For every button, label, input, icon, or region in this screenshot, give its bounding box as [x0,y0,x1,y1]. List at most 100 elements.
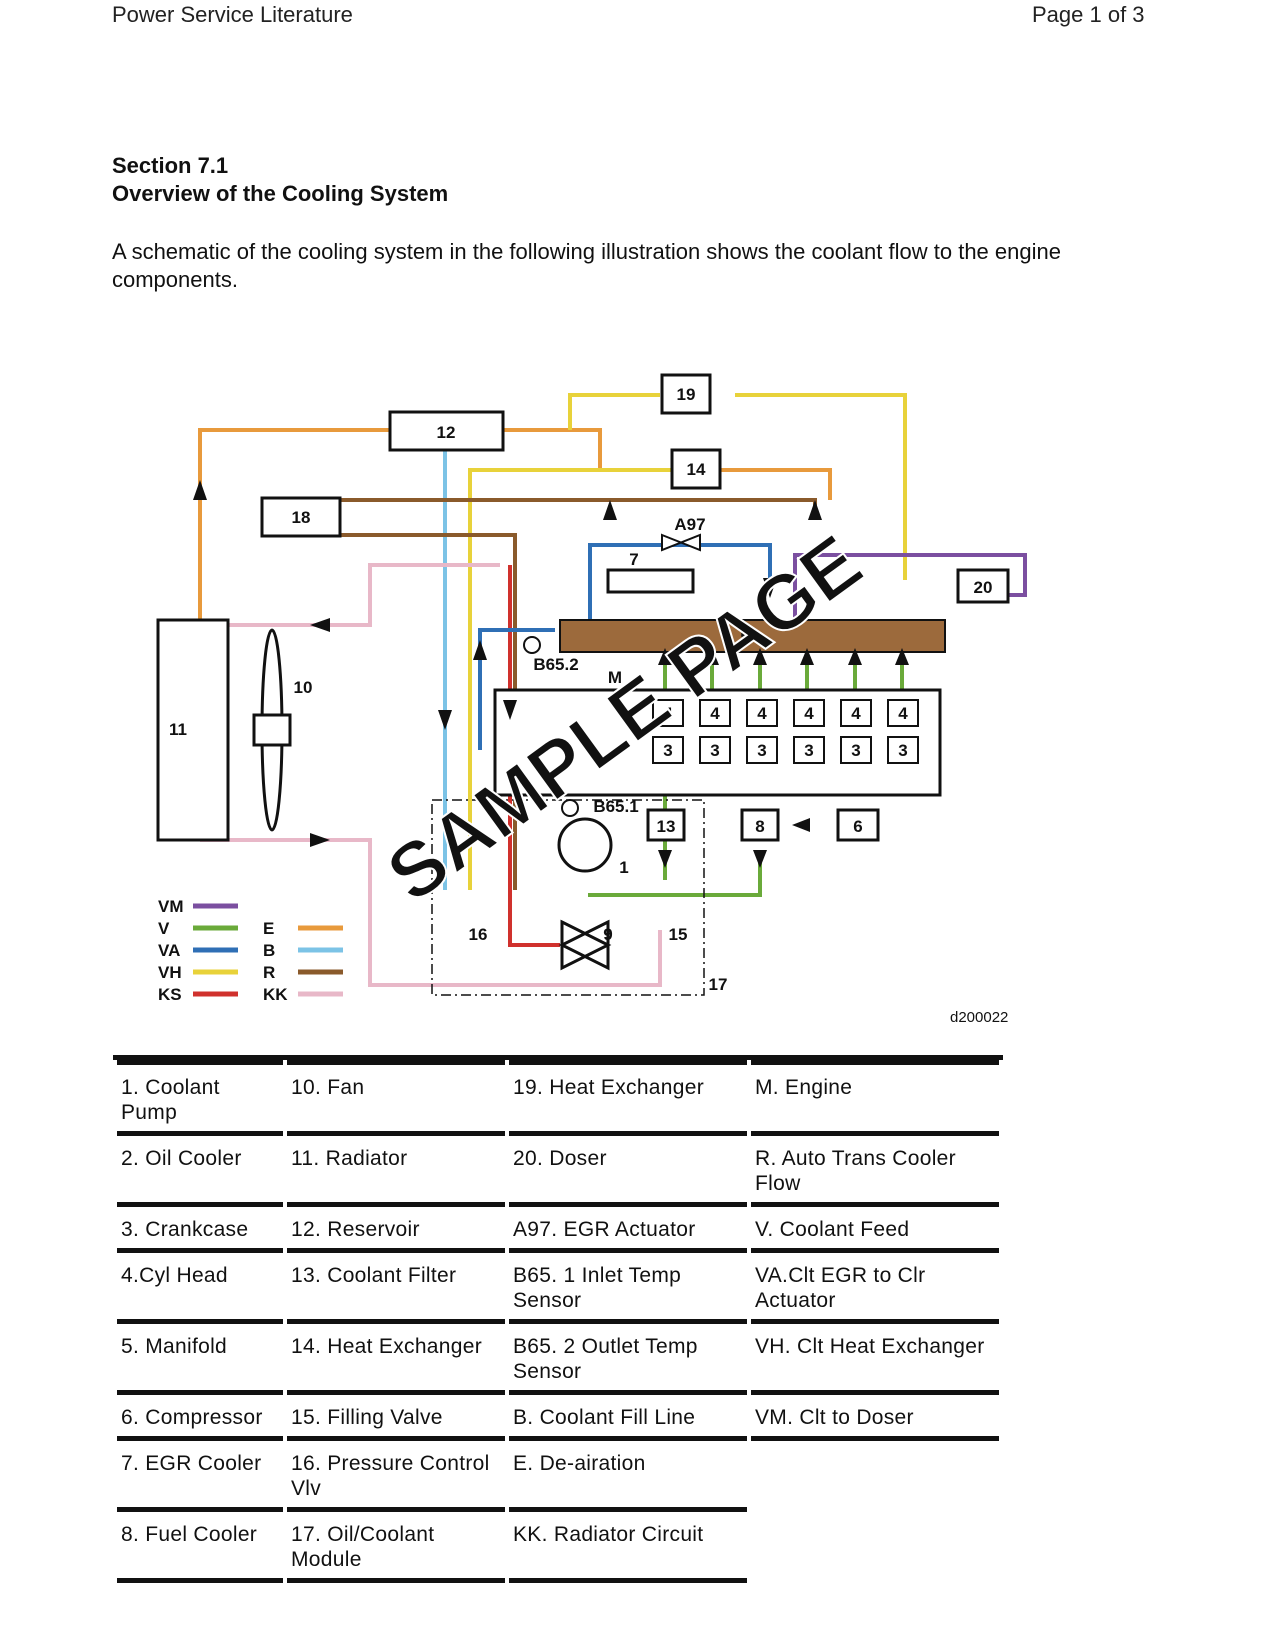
label-7: 7 [629,550,638,569]
sensor-b651 [561,799,579,817]
label-15: 15 [669,925,688,944]
label-3: 3 [663,741,672,760]
label-b652: B65.2 [533,655,578,674]
label-4: 4 [757,704,767,723]
crankcase-3 [840,736,872,764]
label-4: 4 [851,704,861,723]
cyl-head-4 [652,699,684,727]
label-1: 1 [619,858,628,877]
label-20: 20 [974,578,993,597]
label-16: 16 [469,925,488,944]
legend-e: E [263,919,274,938]
figure-id: d200022 [950,1009,1008,1026]
label-4: 4 [663,704,673,723]
table-cell: VH. Clt Heat Exchanger [751,1324,999,1395]
legend-b: B [263,941,275,960]
legend-vh: VH [158,963,182,982]
table-cell: B65. 2 Outlet Temp Sensor [509,1324,747,1395]
table-cell: B65. 1 Inlet Temp Sensor [509,1253,747,1324]
box-20 [956,568,1010,604]
valve-9 [558,919,612,971]
box-11-radiator [156,618,230,842]
table-cell: VM. Clt to Doser [751,1395,999,1441]
table-cell: 14. Heat Exchanger [287,1324,505,1395]
crankcase-3 [746,736,778,764]
table-cell: B. Coolant Fill Line [509,1395,747,1441]
header-title: Power Service Literature [112,2,353,27]
section-number: Section 7.1 [112,153,229,178]
table-cell [751,1512,999,1583]
table-cell: 5. Manifold [117,1324,283,1395]
cyl-head-4 [793,699,825,727]
crankcase-3 [699,736,731,764]
table-cell: 3. Crankcase [117,1207,283,1253]
table-cell: 13. Coolant Filter [287,1253,505,1324]
sensor-b652 [523,636,541,654]
legend-v: V [158,919,170,938]
label-m: M [608,668,622,687]
label-b651: B65.1 [593,797,638,816]
legend-ks: KS [158,985,182,1004]
label-4: 4 [710,704,720,723]
line-r [340,498,817,520]
crankcase-3 [652,736,684,764]
table-cell: 4.Cyl Head [117,1253,283,1324]
cyl-head-4 [699,699,731,727]
line-e-2 [500,428,832,500]
egr-actuator [661,533,701,552]
line-e [198,428,390,620]
label-9: 9 [603,925,612,944]
table-cell: R. Auto Trans Cooler Flow [751,1136,999,1207]
crankcase-3 [887,736,919,764]
line-vh [568,393,660,430]
label-5: 5 [740,627,749,646]
table-cell: 8. Fuel Cooler [117,1512,283,1583]
table-cell: 20. Doser [509,1136,747,1207]
label-3: 3 [851,741,860,760]
box-8 [740,808,780,842]
table-cell: VA.Clt EGR to Clr Actuator [751,1253,999,1324]
table-cell: 16. Pressure Control Vlv [287,1441,505,1512]
label-4: 4 [804,704,814,723]
table-top-rule [113,1055,1003,1060]
table-cell [751,1441,999,1512]
label-a97: A97 [674,515,705,534]
table-cell: KK. Radiator Circuit [509,1512,747,1583]
label-14: 14 [687,460,706,479]
legend-va: VA [158,941,180,960]
box-18 [260,496,342,538]
label-3: 3 [757,741,766,760]
legend-kk: KK [263,985,288,1004]
cyl-head-4 [746,699,778,727]
box-6 [836,808,880,842]
box-13 [646,808,686,842]
box-14 [670,448,722,490]
line-v-risers [663,660,904,700]
table-cell: E. De-airation [509,1441,747,1512]
table-cell: 19. Heat Exchanger [509,1060,747,1136]
label-3: 3 [710,741,719,760]
line-vh-3 [468,468,672,890]
line-v-2 [588,850,762,897]
section-title: Overview of the Cooling System [112,181,449,206]
line-va [478,628,555,750]
cyl-head-4 [887,699,919,727]
label-12: 12 [437,423,456,442]
label-17: 17 [709,975,728,994]
table-cell: 7. EGR Cooler [117,1441,283,1512]
line-vh-2 [735,393,907,580]
line-va-2 [588,543,772,620]
table-cell: 10. Fan [287,1060,505,1136]
fan-hub [252,713,292,747]
box-12 [388,410,505,452]
table-cell: 12. Reservoir [287,1207,505,1253]
